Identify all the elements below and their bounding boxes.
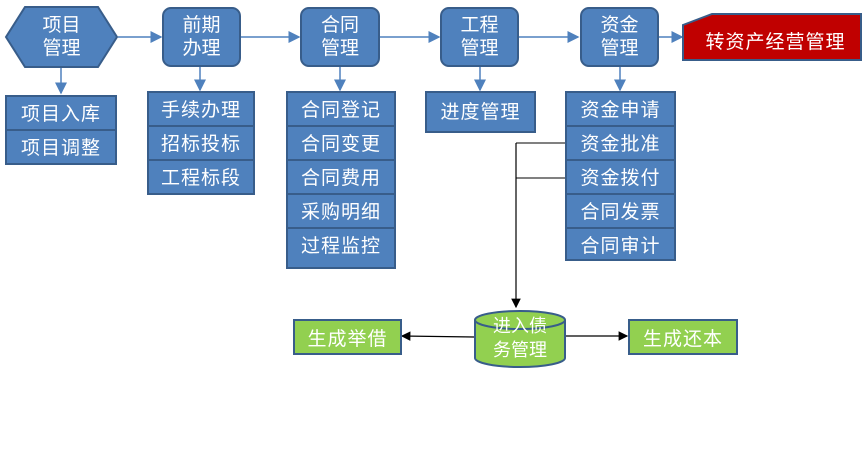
node-label-line1: 资金	[600, 14, 639, 36]
list-preliminary: 手续办理 招标投标 工程标段	[147, 91, 255, 195]
node-label-line1: 进入债	[493, 316, 547, 337]
list-item-bidding[interactable]: 招标投标	[149, 127, 253, 161]
list-engineering: 进度管理	[425, 91, 536, 133]
project-management-hexagon	[4, 6, 119, 68]
list-item-contract-invoice[interactable]: 合同发票	[567, 195, 674, 229]
node-label-line1: 前期	[182, 14, 221, 36]
list-item-funds-apply[interactable]: 资金申请	[567, 93, 674, 127]
arrow-to-borrow	[400, 331, 475, 341]
list-item-contract-audit[interactable]: 合同审计	[580, 235, 661, 257]
node-label-line2: 办理	[182, 37, 221, 59]
list-item-procedures[interactable]: 手续办理	[149, 93, 253, 127]
node-label-line2: 管理	[460, 37, 499, 59]
list-funds: 资金申请 资金批准 资金拨付 合同发票 合同审计	[565, 91, 676, 261]
debt-cylinder	[474, 310, 566, 368]
node-debt-management[interactable]: 进入债务管理	[475, 310, 565, 368]
node-label-line2: 管理	[42, 37, 81, 59]
list-item-contract-register[interactable]: 合同登记	[288, 93, 394, 127]
node-label-line2: 务管理	[493, 340, 547, 361]
list-contract: 合同登记 合同变更 合同费用 采购明细 过程监控	[286, 91, 396, 269]
node-funds-management[interactable]: 资金管理	[580, 7, 659, 67]
node-label-line2: 管理	[600, 37, 639, 59]
node-generate-borrowing[interactable]: 生成举借	[293, 319, 402, 355]
list-item-funds-approve[interactable]: 资金批准	[567, 127, 674, 161]
list-item-project-adjust[interactable]: 项目调整	[20, 137, 101, 159]
list-item-funds-allocate[interactable]: 资金拨付	[567, 161, 674, 195]
node-label-line1: 项目	[42, 14, 81, 36]
node-preliminary[interactable]: 前期办理	[162, 7, 241, 67]
node-engineering-management[interactable]: 工程管理	[440, 7, 519, 67]
node-project-management[interactable]: 项目管理	[6, 7, 117, 67]
list-project: 项目入库 项目调整	[5, 95, 117, 165]
list-item-process-monitor[interactable]: 过程监控	[300, 235, 381, 257]
list-item-contract-change[interactable]: 合同变更	[288, 127, 394, 161]
asset-management-shape	[682, 13, 862, 61]
node-contract-management[interactable]: 合同管理	[300, 7, 380, 67]
node-label-line1: 合同	[320, 14, 359, 36]
list-item-purchase-detail[interactable]: 采购明细	[288, 195, 394, 229]
list-item-project-intake[interactable]: 项目入库	[7, 97, 115, 131]
node-label-line1: 工程	[460, 14, 499, 36]
node-label-line2: 管理	[320, 37, 359, 59]
list-item-sections[interactable]: 工程标段	[160, 167, 241, 189]
list-item-contract-cost[interactable]: 合同费用	[288, 161, 394, 195]
list-item-progress[interactable]: 进度管理	[440, 101, 521, 123]
node-generate-repayment[interactable]: 生成还本	[628, 319, 738, 355]
node-asset-management[interactable]: 转资产经营管理	[705, 30, 846, 53]
